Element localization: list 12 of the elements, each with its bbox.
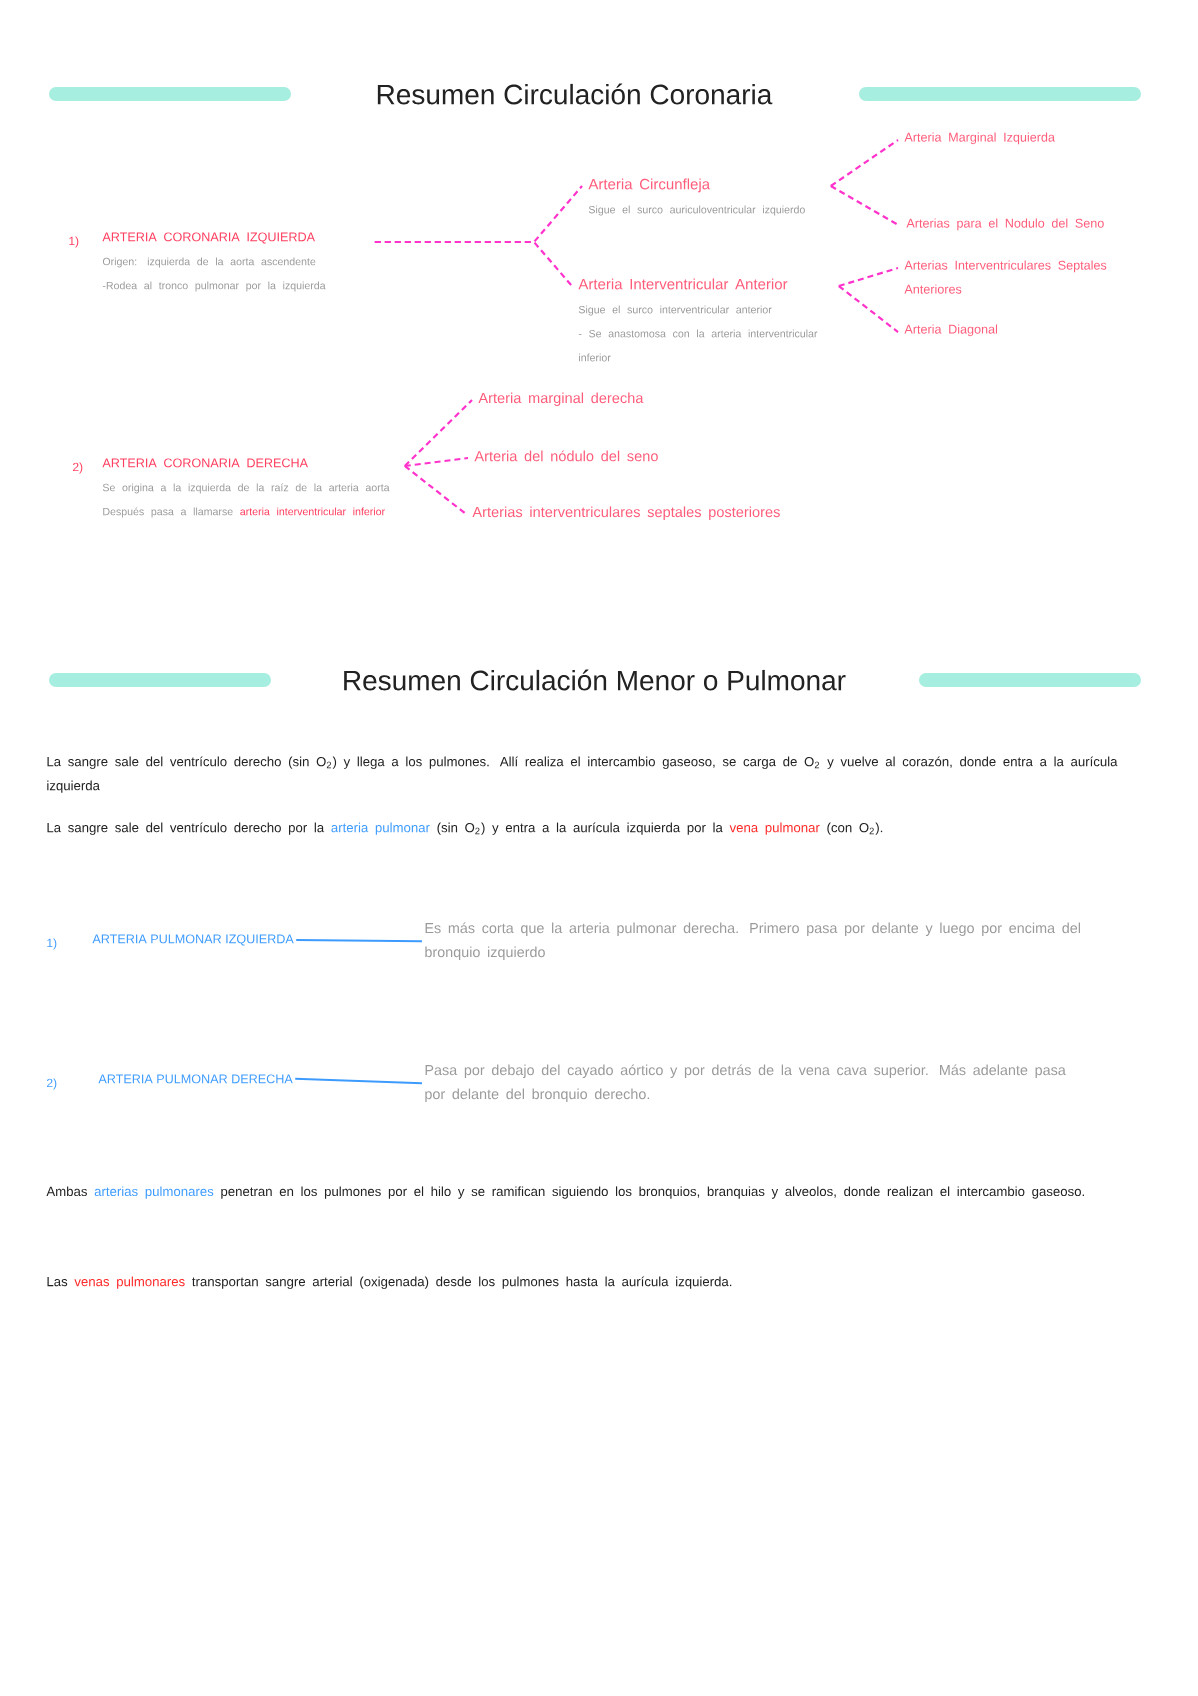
connector-line bbox=[830, 185, 901, 227]
heading: Resumen Circulación Menor o Pulmonar bbox=[344, 669, 846, 691]
connector-line bbox=[404, 399, 473, 467]
connector-line bbox=[374, 240, 573, 287]
connector-line bbox=[830, 139, 899, 187]
connector-line bbox=[295, 939, 423, 943]
connector-line bbox=[404, 456, 469, 468]
connector-line bbox=[294, 1077, 423, 1085]
connector-line bbox=[404, 465, 467, 515]
connector-line bbox=[838, 285, 899, 333]
connector-line bbox=[838, 266, 899, 288]
heading: Resumen Circulación Coronaria bbox=[377, 83, 773, 105]
